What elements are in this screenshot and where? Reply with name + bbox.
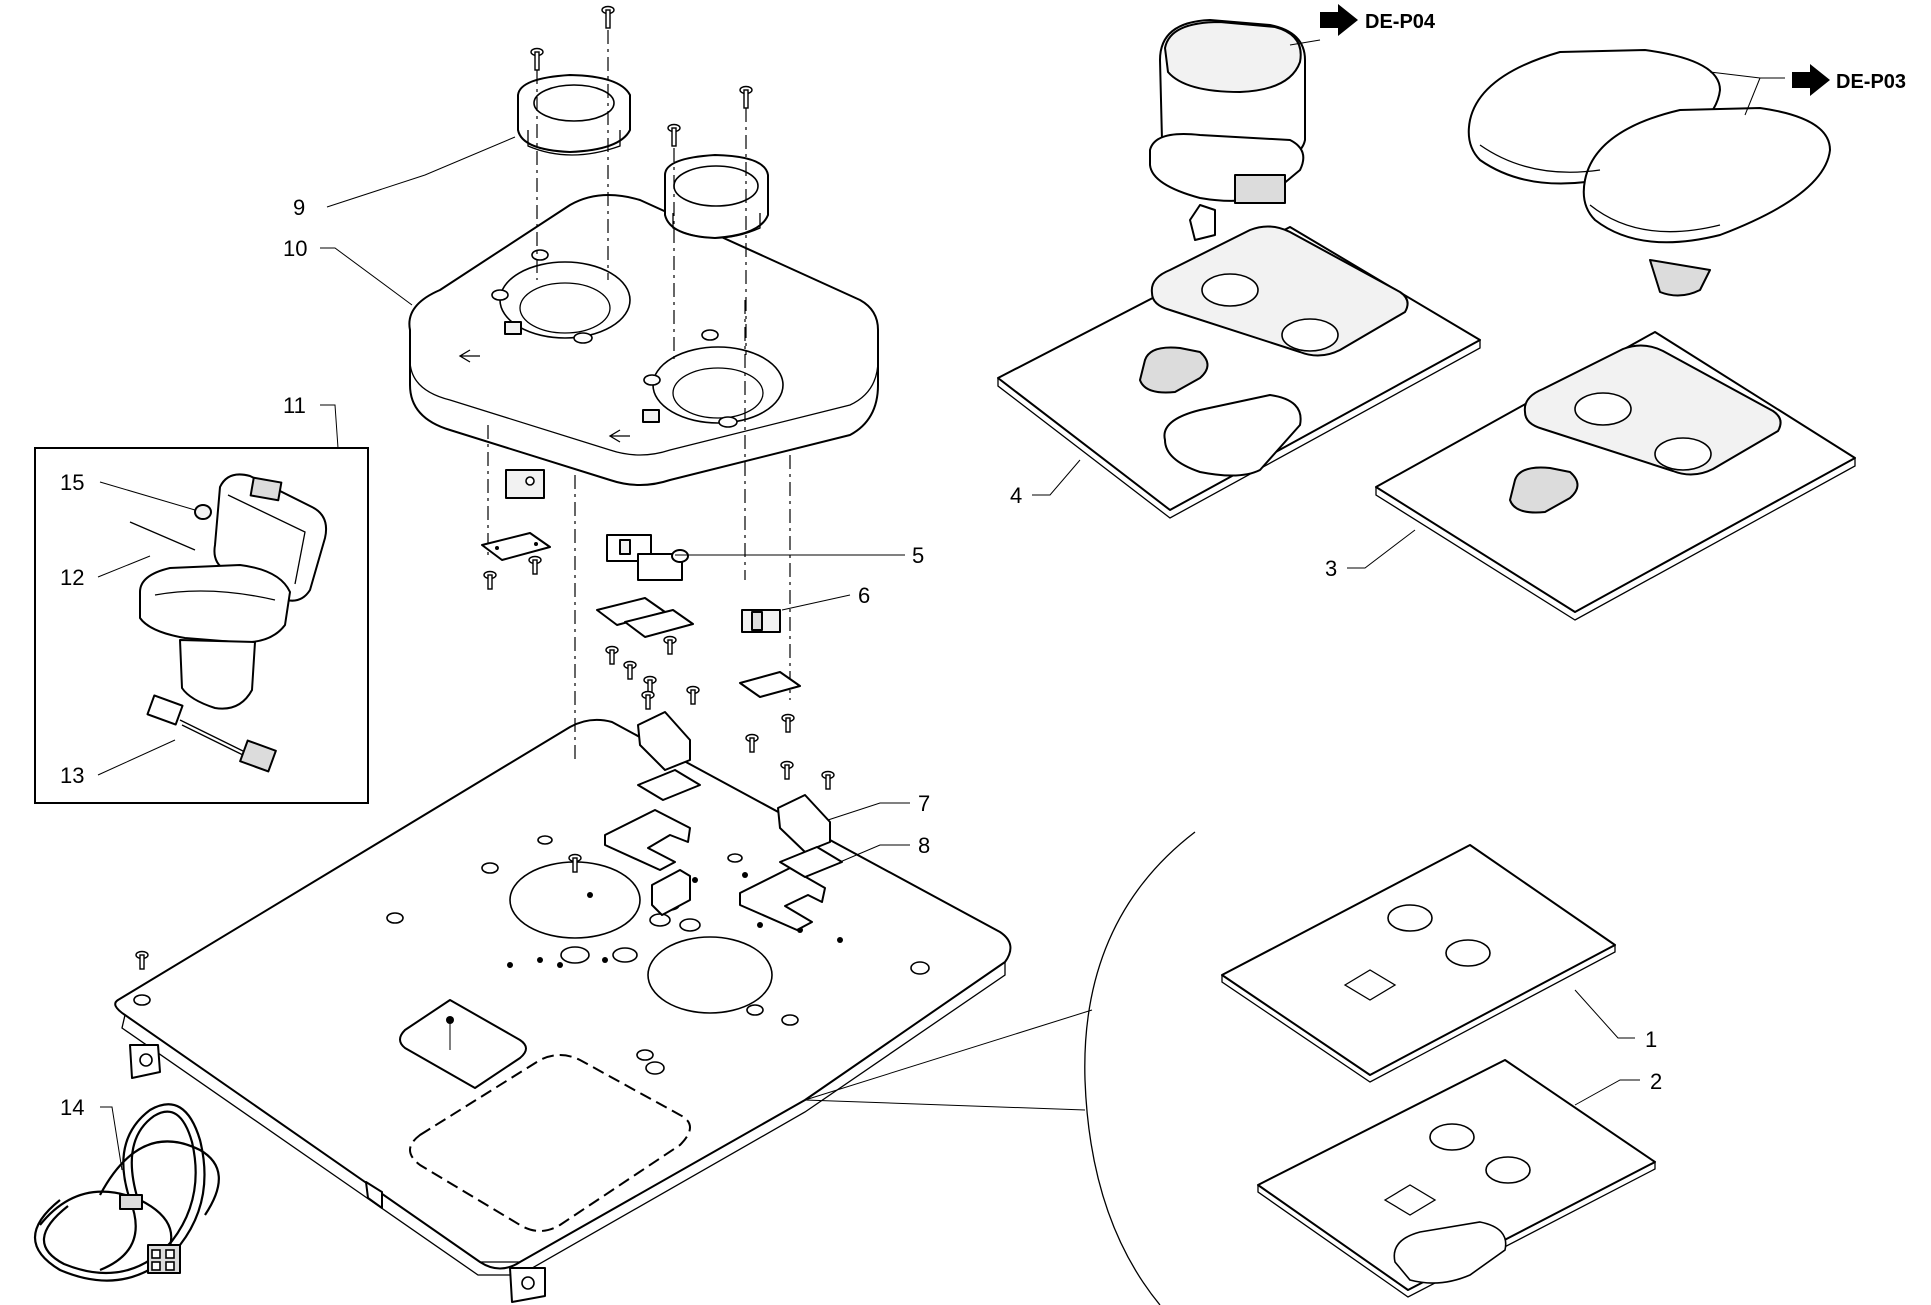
corner-screw [135, 950, 149, 970]
assembly-11-box [34, 447, 369, 804]
callout-5: 5 [912, 543, 924, 568]
main-base-plate [114, 718, 1012, 1303]
cable-harness-14 [34, 1103, 220, 1282]
callout-2: 2 [1650, 1069, 1662, 1094]
upper-housing [408, 194, 879, 486]
callout-9: 9 [293, 195, 305, 220]
callout-7: 7 [918, 791, 930, 816]
lid-part-15 [194, 504, 212, 520]
connector-part-6 [739, 609, 801, 753]
callout-8: 8 [918, 833, 930, 858]
single-dispenser-unit [1149, 19, 1306, 241]
plate-access-cover [399, 999, 527, 1089]
mounting-ring-right [664, 154, 769, 239]
callout-4: 4 [1010, 483, 1022, 508]
base-plate-4 [997, 225, 1481, 519]
callout-14: 14 [60, 1095, 84, 1120]
base-plate-3 [1375, 331, 1856, 621]
callout-13: 13 [60, 763, 84, 788]
arrow-right-icon [1320, 4, 1358, 36]
detail-arc [1084, 831, 1196, 1305]
reference-de-p03: DE-P03 [1792, 64, 1906, 96]
callout-1: 1 [1645, 1027, 1657, 1052]
callout-15: 15 [60, 470, 84, 495]
switch-part-7 [637, 685, 835, 853]
mounting-ring-left [517, 74, 631, 156]
arrow-right-icon [1792, 64, 1830, 96]
switch-bracket-left [481, 469, 551, 590]
reference-label-de-p03: DE-P03 [1836, 71, 1906, 93]
callout-10: 10 [283, 236, 307, 261]
reference-label-de-p04: DE-P04 [1365, 11, 1436, 33]
sensor-part-5 [596, 534, 694, 695]
plate-large-hole-right [647, 936, 773, 1014]
drip-tray-assembly [129, 473, 328, 710]
reference-de-p04: DE-P04 [1320, 4, 1436, 36]
insulation-sheet-8 [637, 769, 843, 878]
callout-11: 11 [283, 393, 306, 418]
twin-dispenser-unit [1467, 49, 1831, 297]
detail-plate-2 [1257, 1059, 1656, 1298]
callout-3: 3 [1325, 556, 1337, 581]
connector-cable-13 [146, 694, 277, 773]
plate-large-hole-left [509, 861, 641, 939]
callout-12: 12 [60, 565, 84, 590]
callout-6: 6 [858, 583, 870, 608]
detail-plate-1 [1221, 844, 1616, 1083]
